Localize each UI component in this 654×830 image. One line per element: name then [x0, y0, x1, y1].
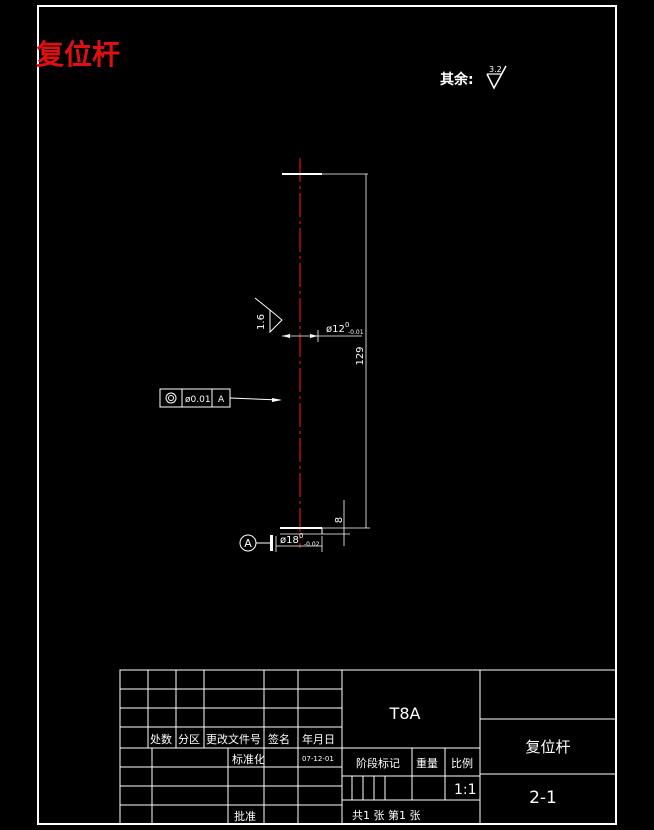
standardize-date: 07-12-01 — [302, 755, 334, 763]
header-count: 处数 — [150, 733, 172, 746]
head-tol-upper: 0 — [299, 532, 303, 540]
tolerance-value: ø0.01 — [185, 395, 211, 405]
roughness-callout: 1.6 — [254, 297, 283, 334]
head-tol-lower: -0.02 — [304, 541, 320, 548]
roughness-value: 1.6 — [256, 314, 267, 330]
scale-value: 1:1 — [454, 782, 477, 798]
scale-label: 比例 — [451, 756, 473, 770]
roughness-symbol-icon: 3.2 — [486, 65, 507, 90]
arrow-left-icon — [282, 334, 290, 338]
sheet-info: 共1 张 第1 张 — [352, 808, 421, 822]
header-change-doc: 更改文件号 — [206, 732, 261, 746]
material: T8A — [389, 704, 421, 723]
part-name: 复位杆 — [525, 738, 570, 756]
dia-main-tol-lower: -0.01 — [348, 329, 364, 336]
standardize-label: 标准化 — [232, 752, 265, 766]
header-signature: 签名 — [268, 732, 290, 746]
title-block — [119, 669, 617, 825]
header-date: 年月日 — [302, 732, 335, 746]
weight-label: 重量 — [416, 756, 438, 770]
stage-label: 阶段标记 — [356, 756, 400, 770]
approve-label: 批准 — [234, 809, 256, 823]
drawing-title: 复位杆 — [36, 38, 120, 71]
length-dimension: 129 — [355, 346, 366, 365]
arrow-right-icon — [310, 334, 318, 338]
datum-label: A — [244, 537, 252, 550]
dia-main-dimension: ø12 — [326, 324, 345, 335]
head-thickness: 8 — [334, 517, 345, 523]
datum-triangle-icon — [270, 535, 273, 551]
concentricity-icon — [165, 392, 177, 404]
tolerance-datum: A — [218, 395, 225, 405]
drawing-border — [37, 5, 617, 825]
leader-arrow-icon — [272, 398, 282, 402]
drawing-number: 2-1 — [529, 788, 557, 808]
header-zone: 分区 — [178, 733, 200, 746]
tolerance-frame: ø0.01 A — [159, 388, 282, 408]
surface-finish-value: 3.2 — [489, 65, 502, 74]
surface-finish-note: 其余: — [440, 71, 474, 88]
dia-main-tol-upper: 0 — [345, 321, 349, 329]
head-dia-dimension: ø18 — [280, 535, 299, 546]
